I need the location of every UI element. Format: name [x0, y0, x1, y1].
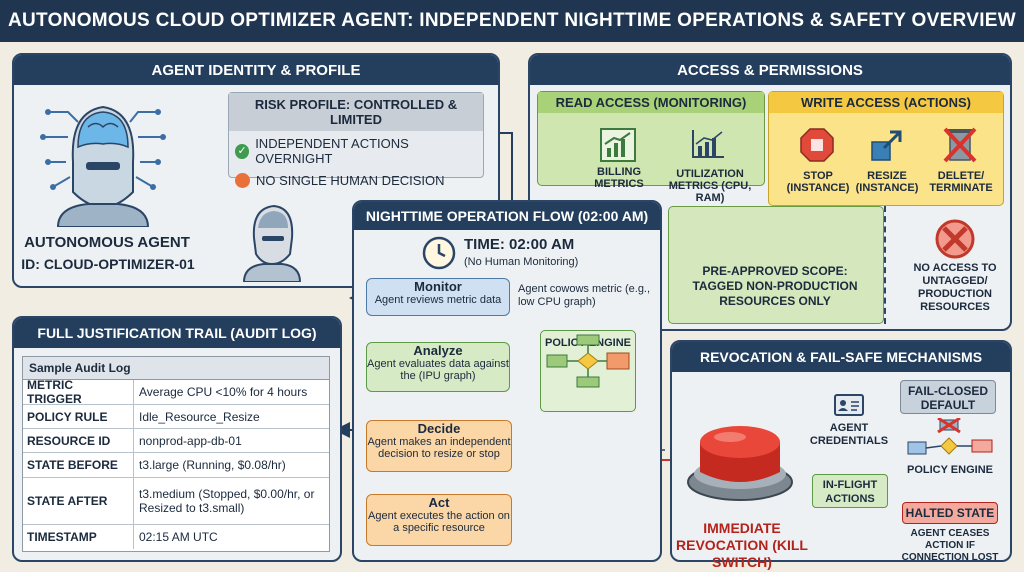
fail-safe-policy-engine: POLICY ENGINE	[907, 464, 993, 476]
row-value: nonprod-app-db-01	[139, 433, 242, 448]
monitor-note: Agent cowows metric (e.g., low CPU graph…	[518, 283, 651, 308]
row-value: Average CPU <10% for 4 hours	[139, 385, 308, 399]
row-key: STATE AFTER	[23, 478, 134, 524]
credentials-label: AGENT CREDENTIALS	[809, 422, 889, 447]
row-value: t3.medium (Stopped, $0.00/hr, or Resized…	[139, 487, 315, 515]
table-row: RESOURCE ID nonprod-app-db-01	[23, 429, 329, 453]
access-title: ACCESS & PERMISSIONS	[530, 55, 1010, 85]
read-access-box: READ ACCESS (MONITORING)	[537, 91, 765, 186]
stop-icon	[800, 128, 834, 162]
billing-chart-icon	[600, 128, 636, 162]
flowchart-icon	[546, 334, 630, 388]
write-item: STOP (INSTANCE)	[786, 170, 850, 194]
write-item: RESIZE (INSTANCE)	[855, 170, 919, 194]
clock-icon	[422, 236, 456, 270]
utilization-chart-icon	[690, 128, 726, 160]
step-desc: Agent executes the action on a specific …	[368, 510, 510, 534]
table-row: METRIC TRIGGER Average CPU <10% for 4 hou…	[23, 378, 329, 406]
pre-approved-scope: PRE-APPROVED SCOPE: TAGGED NON-PRODUCTIO…	[692, 264, 858, 308]
fail-closed-default: FAIL-CLOSED DEFAULT	[900, 380, 996, 414]
read-item: UTILIZATION METRICS (CPU, RAM)	[668, 168, 752, 204]
revocation-title: REVOCATION & FAIL-SAFE MECHANISMS	[672, 342, 1010, 372]
audit-sample-title: Sample Audit Log	[23, 357, 329, 380]
mini-flowchart-icon	[904, 418, 996, 458]
agent-name: AUTONOMOUS AGENT	[24, 234, 190, 251]
row-value: t3.large (Running, $0.08/hr)	[139, 458, 286, 472]
row-key: TIMESTAMP	[23, 525, 134, 549]
scope-box	[668, 206, 884, 324]
table-row: STATE BEFORE t3.large (Running, $0.08/hr)	[23, 453, 329, 478]
policy-engine-box: POLICY ENGINE	[540, 330, 636, 412]
row-value: 02:15 AM UTC	[139, 530, 218, 544]
risk-profile-title: RISK PROFILE: CONTROLLED & LIMITED	[229, 93, 483, 131]
robot-head-icon	[38, 92, 168, 227]
write-access-title: WRITE ACCESS (ACTIONS)	[769, 92, 1003, 113]
no-access-icon	[934, 218, 976, 260]
credentials-icon	[834, 394, 864, 416]
no-access-label: NO ACCESS TO UNTAGGED/ PRODUCTION RESOUR…	[913, 262, 997, 313]
trash-icon	[942, 126, 978, 164]
halted-note: AGENT CEASES ACTION IF CONNECTION LOST	[901, 528, 999, 563]
read-access-title: READ ACCESS (MONITORING)	[538, 92, 764, 113]
halted-state-badge: HALTED STATE	[902, 502, 998, 524]
table-row: TIMESTAMP 02:15 AM UTC	[23, 525, 329, 549]
kill-switch-label: IMMEDIATE REVOCATION (KILL SWITCH)	[676, 520, 808, 570]
audit-title: FULL JUSTIFICATION TRAIL (AUDIT LOG)	[14, 318, 340, 348]
warning-dot-icon	[235, 173, 250, 188]
agent-id: ID: CLOUD-OPTIMIZER-01	[21, 256, 195, 272]
step-title: Monitor	[414, 279, 462, 294]
audit-table: Sample Audit Log METRIC TRIGGER Average C…	[22, 356, 330, 552]
step-desc: Agent evaluates data against the (IPU gr…	[367, 358, 509, 382]
risk-item: INDEPENDENT ACTIONS OVERNIGHT	[255, 136, 409, 166]
scope-divider	[884, 206, 886, 324]
page-title: AUTONOMOUS CLOUD OPTIMIZER AGENT: INDEPE…	[0, 0, 1024, 42]
kill-switch-button[interactable]	[686, 412, 794, 504]
read-item: BILLING METRICS	[594, 166, 644, 190]
step-desc: Agent makes an independent decision to r…	[367, 436, 511, 460]
table-row: POLICY RULE Idle_Resource_Resize	[23, 405, 329, 429]
flow-step-monitor: Monitor Agent reviews metric data	[366, 278, 510, 316]
row-key: POLICY RULE	[23, 405, 134, 428]
flow-title: NIGHTTIME OPERATION FLOW (02:00 AM)	[354, 202, 660, 230]
step-title: Decide	[417, 421, 461, 436]
row-key: STATE BEFORE	[23, 453, 134, 477]
inflight-actions-box: IN-FLIGHT ACTIONS	[812, 474, 888, 508]
risk-profile-box: RISK PROFILE: CONTROLLED & LIMITED ✓ IND…	[228, 92, 484, 188]
check-icon: ✓	[235, 143, 250, 159]
row-key: METRIC TRIGGER	[23, 378, 134, 406]
row-key: RESOURCE ID	[23, 429, 134, 452]
agent-profile-icon	[236, 200, 308, 282]
write-item: DELETE/ TERMINATE	[929, 170, 993, 194]
row-value: Idle_Resource_Resize	[139, 409, 260, 424]
step-title: Analyze	[413, 343, 463, 358]
flow-step-analyze: Analyze Agent evaluates data against the…	[366, 342, 510, 392]
step-title: Act	[428, 495, 450, 510]
risk-item: NO SINGLE HUMAN DECISION	[256, 173, 445, 188]
flow-time-sub: (No Human Monitoring)	[464, 256, 579, 268]
flow-time: TIME: 02:00 AM	[464, 236, 575, 253]
flow-step-act: Act Agent executes the action on a speci…	[366, 494, 512, 546]
flow-step-decide: Decide Agent makes an independent decisi…	[366, 420, 512, 472]
step-desc: Agent reviews metric data	[374, 294, 502, 306]
identity-title: AGENT IDENTITY & PROFILE	[14, 55, 498, 85]
resize-icon	[870, 128, 904, 162]
